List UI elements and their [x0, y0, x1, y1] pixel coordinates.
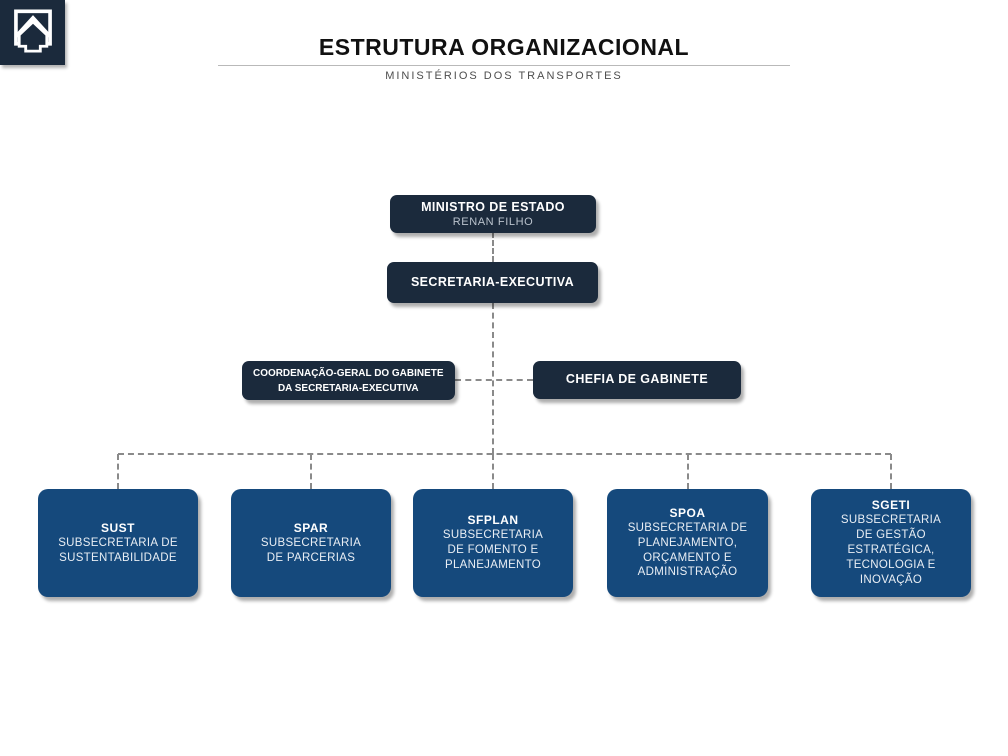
- node-ministro-de-estado: MINISTRO DE ESTADO RENAN FILHO: [390, 195, 596, 233]
- unit-name: SUBSECRETARIA DE SUSTENTABILIDADE: [58, 536, 178, 564]
- page-title: ESTRUTURA ORGANIZACIONAL: [318, 34, 690, 60]
- connector-stub-sgeti: [890, 454, 892, 489]
- node-spar: SPAR SUBSECRETARIA DE PARCERIAS: [231, 489, 391, 597]
- node-sublabel: RENAN FILHO: [452, 216, 534, 229]
- page-subtitle: MINISTÉRIOS DOS TRANSPORTES: [385, 70, 623, 82]
- node-label: SECRETARIA-EXECUTIVA: [410, 274, 575, 289]
- unit-name: SUBSECRETARIA DE PLANEJAMENTO, ORÇAMENTO…: [627, 521, 748, 579]
- node-coordenacao-geral-gabinete: COORDENAÇÃO-GERAL DO GABINETE DA SECRETA…: [242, 361, 455, 400]
- title-divider: [218, 65, 790, 66]
- unit-name: SUBSECRETARIA DE GESTÃO ESTRATÉGICA, TEC…: [840, 514, 942, 586]
- node-sfplan: SFPLAN SUBSECRETARIA DE FOMENTO E PLANEJ…: [413, 489, 573, 597]
- unit-acronym: SPOA: [669, 505, 706, 520]
- connector-minister-secretariat: [492, 232, 494, 262]
- unit-acronym: SFPLAN: [467, 513, 519, 528]
- node-spoa: SPOA SUBSECRETARIA DE PLANEJAMENTO, ORÇA…: [607, 489, 768, 597]
- node-label: COORDENAÇÃO-GERAL DO GABINETE DA SECRETA…: [253, 367, 444, 394]
- connector-cabinet-crosslink: [455, 379, 533, 381]
- unit-acronym: SPAR: [293, 520, 329, 535]
- connector-stub-spar: [310, 454, 312, 489]
- connector-secretariat-spine: [492, 303, 494, 454]
- page-header: ESTRUTURA ORGANIZACIONAL MINISTÉRIOS DOS…: [218, 34, 790, 82]
- node-chefia-de-gabinete: CHEFIA DE GABINETE: [533, 361, 741, 399]
- node-sgeti: SGETI SUBSECRETARIA DE GESTÃO ESTRATÉGIC…: [811, 489, 971, 597]
- org-logo: [0, 0, 65, 65]
- node-secretaria-executiva: SECRETARIA-EXECUTIVA: [387, 262, 598, 303]
- node-sust: SUST SUBSECRETARIA DE SUSTENTABILIDADE: [38, 489, 198, 597]
- home-arrow-icon: [7, 2, 59, 63]
- connector-stub-sfplan: [492, 454, 494, 489]
- connector-subsecretariat-rail: [118, 453, 891, 455]
- unit-acronym: SUST: [100, 520, 135, 535]
- connector-stub-sust: [117, 454, 119, 489]
- unit-name: SUBSECRETARIA DE FOMENTO E PLANEJAMENTO: [442, 529, 544, 571]
- unit-acronym: SGETI: [871, 498, 911, 513]
- node-label: MINISTRO DE ESTADO: [421, 199, 565, 214]
- node-label: CHEFIA DE GABINETE: [565, 372, 709, 387]
- unit-name: SUBSECRETARIA DE PARCERIAS: [260, 536, 362, 564]
- connector-stub-spoa: [687, 454, 689, 489]
